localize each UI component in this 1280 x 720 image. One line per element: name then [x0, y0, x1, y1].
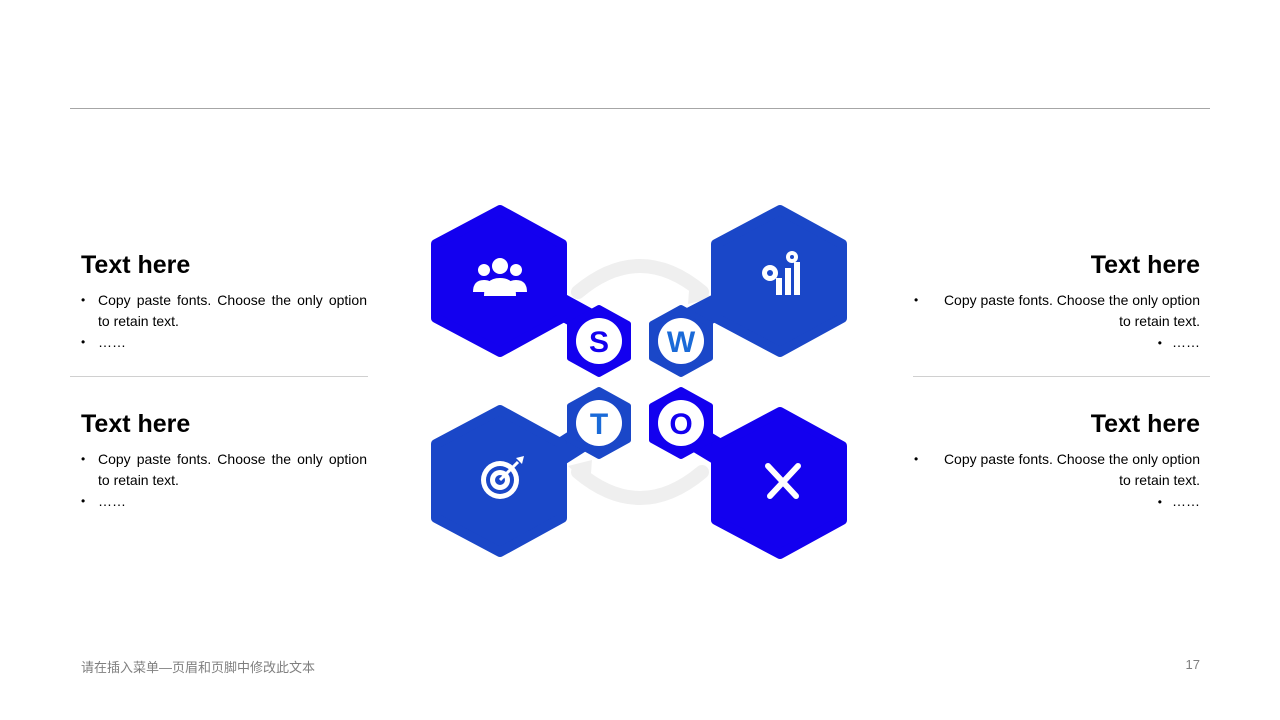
cycle-arrow-bottom: [568, 460, 709, 505]
strengths-letter: S: [589, 326, 609, 359]
page-number: 17: [1185, 657, 1200, 672]
bullet-item: Copy paste fonts. Choose the only option…: [81, 290, 367, 332]
block-title: Text here: [1090, 410, 1200, 438]
bullet-item: ……: [81, 332, 367, 353]
cycle-arrow-top: [571, 259, 712, 304]
tools-icon: [765, 463, 801, 499]
bullet-item: ……: [914, 491, 1200, 513]
target-icon: [481, 456, 524, 499]
team-icon: [473, 258, 527, 296]
swot-diagram: S W T: [431, 205, 847, 559]
bullet-item: Copy paste fonts. Choose the only option…: [914, 290, 1200, 332]
block-title: Text here: [1090, 251, 1200, 279]
opportunities-letter: O: [669, 408, 692, 441]
bullet-list: Copy paste fonts. Choose the only option…: [81, 449, 367, 512]
opportunities-quadrant: O: [649, 387, 847, 559]
bullet-item: ……: [81, 491, 367, 512]
strengths-text-block: Text here Copy paste fonts. Choose the o…: [81, 250, 367, 353]
bullet-item: Copy paste fonts. Choose the only option…: [81, 449, 367, 491]
strengths-quadrant: S: [431, 205, 631, 377]
threats-letter: T: [590, 408, 608, 441]
bullet-item: Copy paste fonts. Choose the only option…: [914, 449, 1200, 491]
bullet-list: Copy paste fonts. Choose the only option…: [914, 449, 1200, 513]
bullet-list: Copy paste fonts. Choose the only option…: [914, 290, 1200, 354]
header-divider: [70, 108, 1210, 109]
right-divider: [913, 376, 1210, 377]
block-title: Text here: [81, 251, 191, 279]
bullet-list: Copy paste fonts. Choose the only option…: [81, 290, 367, 353]
bullet-item: ……: [914, 332, 1200, 354]
opportunities-text-block: Text here Copy paste fonts. Choose the o…: [914, 409, 1200, 513]
threats-quadrant: T: [431, 387, 631, 557]
weaknesses-letter: W: [667, 326, 696, 359]
footer-text: 请在插入菜单—页眉和页脚中修改此文本: [81, 660, 316, 675]
chart-gear-icon: [762, 251, 800, 295]
block-title: Text here: [81, 410, 191, 438]
weaknesses-text-block: Text here Copy paste fonts. Choose the o…: [914, 250, 1200, 354]
threats-text-block: Text here Copy paste fonts. Choose the o…: [81, 409, 367, 512]
left-divider: [70, 376, 368, 377]
weaknesses-quadrant: W: [649, 205, 847, 377]
